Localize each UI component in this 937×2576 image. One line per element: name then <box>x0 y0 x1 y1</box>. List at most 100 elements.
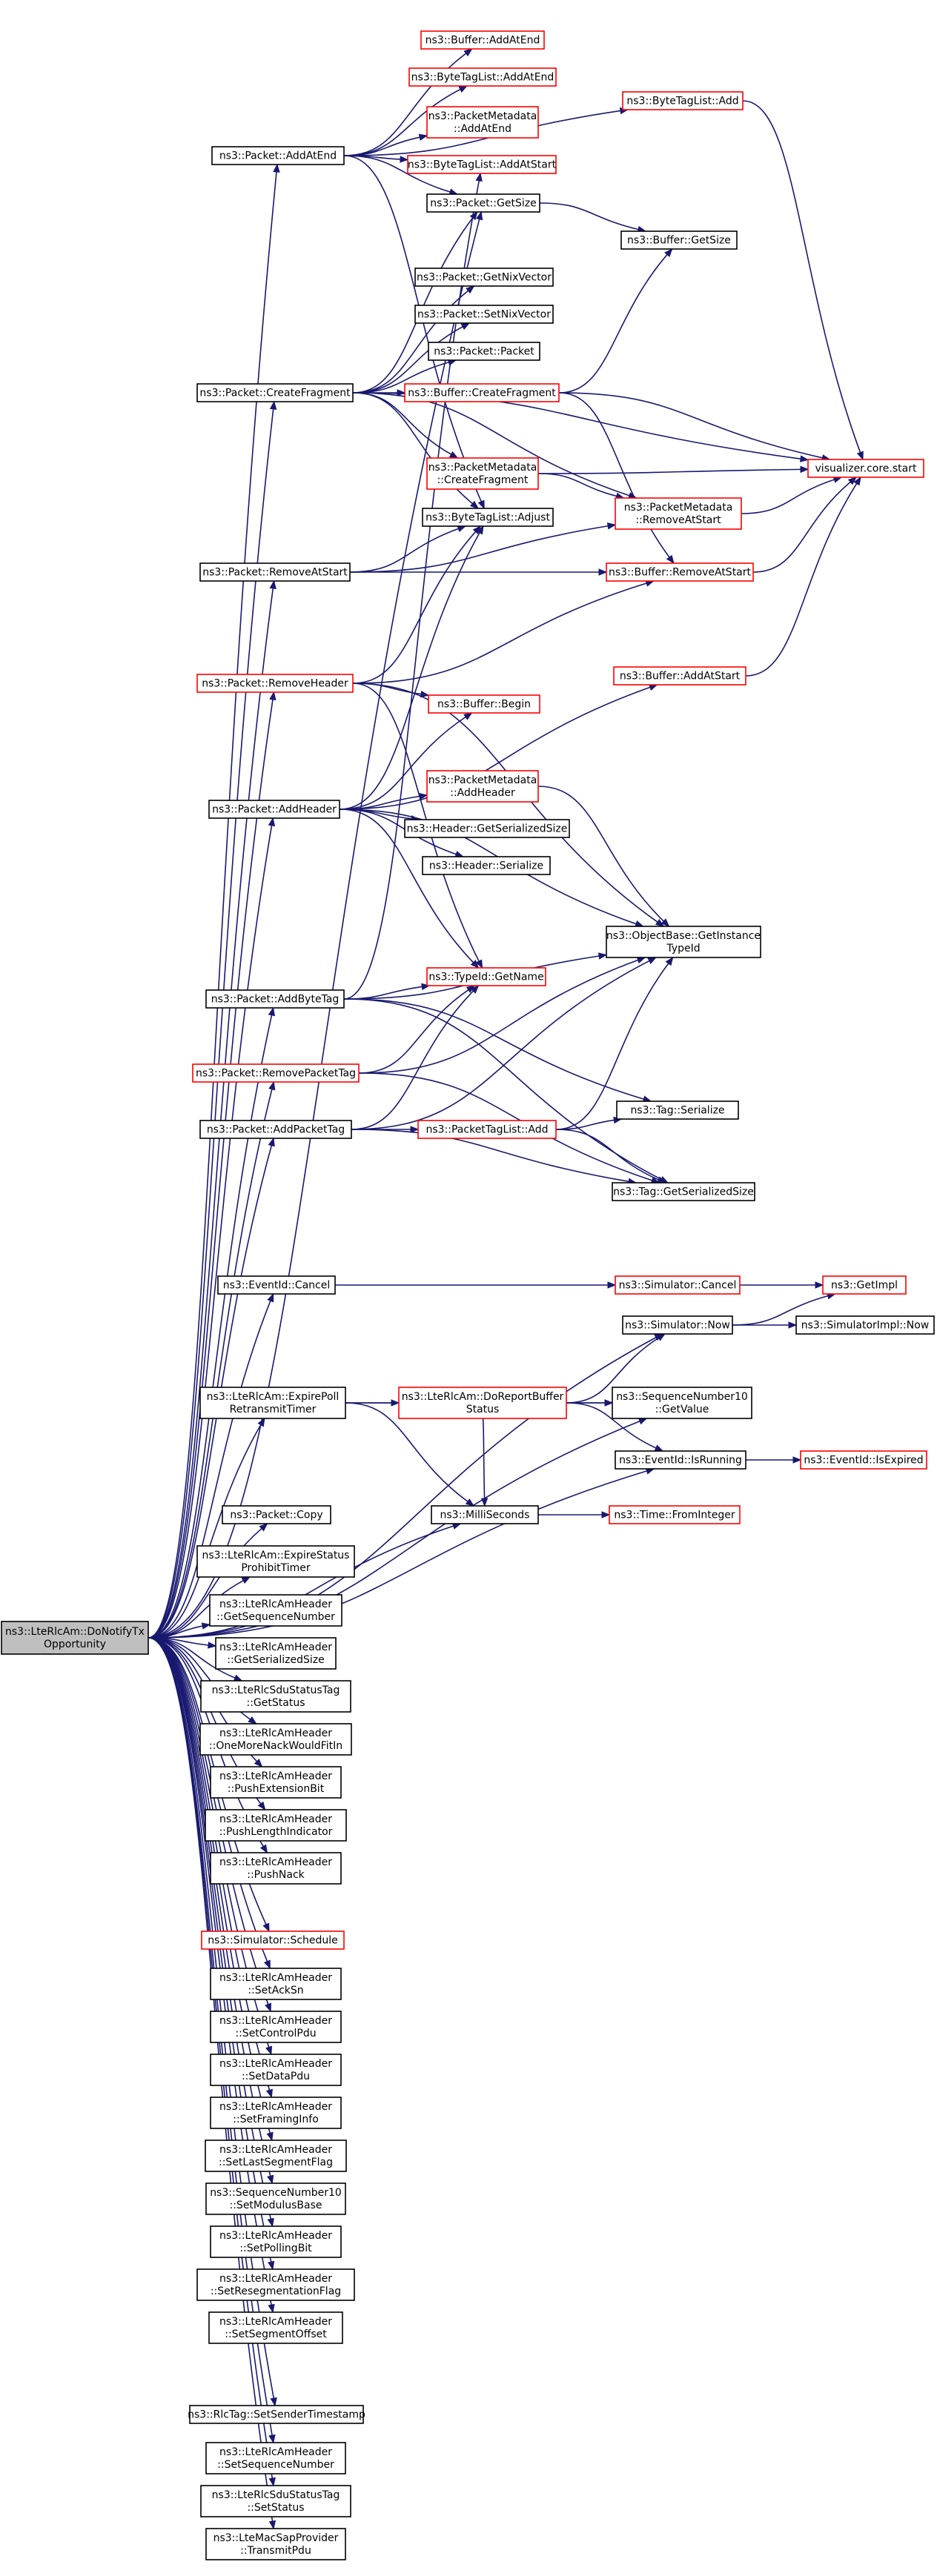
node-buffer-begin[interactable]: ns3::Buffer::Begin <box>428 694 540 714</box>
node-lterlcamheader-setframinginfo[interactable]: ns3::LteRlcAmHeader::SetFramingInfo <box>210 2097 342 2129</box>
node-packet-getsize[interactable]: ns3::Packet::GetSize <box>426 193 540 213</box>
node-lterlcsdustatustag-setstatus[interactable]: ns3::LteRlcSduStatusTag::SetStatus <box>200 2485 351 2517</box>
node-buffer-addatstart[interactable]: ns3::Buffer::AddAtStart <box>613 666 746 686</box>
edge-arrowhead <box>470 985 480 994</box>
node-lterlcamheader-pushnack[interactable]: ns3::LteRlcAmHeader::PushNack <box>210 1852 342 1885</box>
node-packet-addheader[interactable]: ns3::Packet::AddHeader <box>208 800 340 819</box>
edge-line <box>343 155 451 193</box>
node-rlctag-setsendertimestamp[interactable]: ns3::RlcTag::SetSenderTimestamp <box>188 2405 365 2424</box>
node-packet-packet[interactable]: ns3::Packet::Packet <box>428 342 540 361</box>
node-simulator-now[interactable]: ns3::Simulator::Now <box>622 1315 733 1335</box>
node-time-frominteger[interactable]: ns3::Time::FromInteger <box>609 1505 741 1524</box>
node-packet-addatend[interactable]: ns3::Packet::AddAtEnd <box>211 146 345 165</box>
node-bytetaglist-add[interactable]: ns3::ByteTagList::Add <box>622 91 744 110</box>
node-packet-getnixvector[interactable]: ns3::Packet::GetNixVector <box>414 268 554 287</box>
node-tag-getserializedsize[interactable]: ns3::Tag::GetSerializedSize <box>612 1182 755 1201</box>
node-sequencenumber10-getvalue[interactable]: ns3::SequenceNumber10::GetValue <box>612 1387 752 1419</box>
edge-packet-addheader-to-buffer-begin <box>339 712 473 810</box>
node-lterlcamheader-setsegmentoffset[interactable]: ns3::LteRlcAmHeader::SetSegmentOffset <box>208 2311 343 2344</box>
edge-root-to-eventid-cancel <box>148 1292 274 1639</box>
node-header-getserializedsize[interactable]: ns3::Header::GetSerializedSize <box>404 819 570 838</box>
edge-arrowhead <box>480 1498 489 1507</box>
node-packet-addpackettag[interactable]: ns3::Packet::AddPacketTag <box>199 1120 352 1139</box>
node-lterlcamheader-setpollingbit[interactable]: ns3::LteRlcAmHeader::SetPollingBit <box>210 2225 342 2258</box>
node-lterlcamheader-setresegmentationflag[interactable]: ns3::LteRlcAmHeader::SetResegmentationFl… <box>196 2268 355 2301</box>
node-label: ns3::Simulator::Cancel <box>619 1280 737 1292</box>
node-sequencenumber10-setmodulusbase[interactable]: ns3::SequenceNumber10::SetModulusBase <box>205 2182 346 2215</box>
node-box <box>407 155 557 174</box>
node-packet-removeatstart[interactable]: ns3::Packet::RemoveAtStart <box>199 562 351 582</box>
node-lterlcamheader-pushextensionbit[interactable]: ns3::LteRlcAmHeader::PushExtensionBit <box>210 1766 342 1799</box>
node-lterlcamheader-setcontrolpdu[interactable]: ns3::LteRlcAmHeader::SetControlPdu <box>210 2011 342 2043</box>
edge-arrowhead <box>268 817 276 827</box>
node-label: ns3::Packet::AddPacketTag <box>207 1124 345 1136</box>
node-lterlcamheader-pushlengthindicator[interactable]: ns3::LteRlcAmHeader::PushLengthIndicator <box>205 1809 347 1842</box>
node-box <box>426 193 540 213</box>
node-bytetaglist-addatstart[interactable]: ns3::ByteTagList::AddAtStart <box>407 155 557 174</box>
node-packetmetadata-createfragment[interactable]: ns3::PacketMetadata::CreateFragment <box>426 457 539 490</box>
node-simulator-schedule[interactable]: ns3::Simulator::Schedule <box>201 1931 345 1950</box>
node-packet-removeheader[interactable]: ns3::Packet::RemoveHeader <box>196 674 354 693</box>
edge-line <box>537 468 801 474</box>
node-typeid-getname[interactable]: ns3::TypeId::GetName <box>426 967 546 986</box>
node-visualizer-start[interactable]: visualizer.core.start <box>807 459 924 478</box>
node-label: ns3::EventId::Cancel <box>223 1280 331 1292</box>
node-packetmetadata-addheader[interactable]: ns3::PacketMetadata::AddHeader <box>426 770 539 803</box>
node-label: ns3::PacketMetadata <box>428 462 537 474</box>
node-tag-serialize[interactable]: ns3::Tag::Serialize <box>616 1101 739 1120</box>
edge-line <box>539 202 639 230</box>
node-lterlcsdustatustag-getstatus[interactable]: ns3::LteRlcSduStatusTag::GetStatus <box>200 1680 351 1713</box>
node-ltemacsapprovider-transmitpdu[interactable]: ns3::LteMacSapProvider::TransmitPdu <box>205 2528 346 2560</box>
edge-packet-removeatstart-to-bytetaglist-adjust <box>349 525 467 573</box>
node-label: ns3::Packet::AddAtEnd <box>219 150 337 162</box>
node-lterlcamheader-setsequencenumber[interactable]: ns3::LteRlcAmHeader::SetSequenceNumber <box>205 2442 346 2474</box>
node-lterlcamheader-setacksn[interactable]: ns3::LteRlcAmHeader::SetAckSn <box>210 1968 342 2000</box>
node-packet-removepackettag[interactable]: ns3::Packet::RemovePacketTag <box>192 1063 360 1083</box>
node-simulator-cancel[interactable]: ns3::Simulator::Cancel <box>615 1275 741 1295</box>
node-eventid-isrunning[interactable]: ns3::EventId::IsRunning <box>615 1450 746 1470</box>
edge-arrowhead <box>257 1417 265 1427</box>
node-packetmetadata-removeatstart[interactable]: ns3::PacketMetadata::RemoveAtStart <box>615 497 742 530</box>
node-packet-createfragment[interactable]: ns3::Packet::CreateFragment <box>196 383 354 402</box>
node-lterlcamheader-getsequencenumber[interactable]: ns3::LteRlcAmHeader::GetSequenceNumber <box>209 1594 342 1627</box>
node-label: ::SetDataPdu <box>242 2071 310 2082</box>
node-packet-setnixvector[interactable]: ns3::Packet::SetNixVector <box>414 305 554 324</box>
node-bytetaglist-adjust[interactable]: ns3::ByteTagList::Adjust <box>422 508 554 527</box>
node-label: ns3::EventId::IsExpired <box>804 1455 923 1467</box>
node-buffer-addatend[interactable]: ns3::Buffer::AddAtEnd <box>420 30 545 50</box>
node-milliseconds[interactable]: ns3::MilliSeconds <box>431 1505 539 1524</box>
node-box <box>620 230 738 250</box>
edge-arrowhead <box>853 476 861 486</box>
node-packetmetadata-addatend[interactable]: ns3::PacketMetadata::AddAtEnd <box>426 106 539 139</box>
edge-arrowhead <box>268 2520 277 2530</box>
edge-line <box>742 100 861 453</box>
node-packettaglist-add[interactable]: ns3::PacketTagList::Add <box>417 1120 557 1139</box>
node-lterlcamheader-getserializedsize[interactable]: ns3::LteRlcAmHeader::GetSerializedSize <box>215 1637 337 1670</box>
node-buffer-getsize[interactable]: ns3::Buffer::GetSize <box>620 230 738 250</box>
edge-arrowhead <box>254 1759 263 1767</box>
edge-arrowhead <box>268 1006 276 1017</box>
node-buffer-removeatstart[interactable]: ns3::Buffer::RemoveAtStart <box>606 562 754 582</box>
edge-arrowhead <box>257 1801 266 1811</box>
node-box <box>606 562 754 582</box>
node-buffer-createfragment[interactable]: ns3::Buffer::CreateFragment <box>404 383 560 402</box>
node-eventid-cancel[interactable]: ns3::EventId::Cancel <box>217 1275 336 1295</box>
node-lterlcamheader-setlastsegmentflag[interactable]: ns3::LteRlcAmHeader::SetLastSegmentFlag <box>205 2140 347 2172</box>
node-lterlcamheader-setdatapdu[interactable]: ns3::LteRlcAmHeader::SetDataPdu <box>210 2054 342 2086</box>
edge-line <box>349 525 609 573</box>
node-simulatorimpl-now[interactable]: ns3::SimulatorImpl::Now <box>795 1315 935 1335</box>
node-label: ns3::ByteTagList::AddAtStart <box>408 159 557 171</box>
node-bytetaglist-addatend[interactable]: ns3::ByteTagList::AddAtEnd <box>408 67 557 87</box>
node-packet-copy[interactable]: ns3::Packet::Copy <box>222 1505 331 1524</box>
node-header-serialize[interactable]: ns3::Header::Serialize <box>422 856 551 875</box>
node-lterlcamheader-onemorenack[interactable]: ns3::LteRlcAmHeader::OneMoreNackWouldFit… <box>199 1723 352 1756</box>
node-eventid-isexpired[interactable]: ns3::EventId::IsExpired <box>800 1450 927 1470</box>
node-packet-addbytetag[interactable]: ns3::Packet::AddByteTag <box>205 989 345 1009</box>
node-box <box>616 1101 739 1120</box>
node-getimpl[interactable]: ns3::GetImpl <box>822 1275 907 1295</box>
